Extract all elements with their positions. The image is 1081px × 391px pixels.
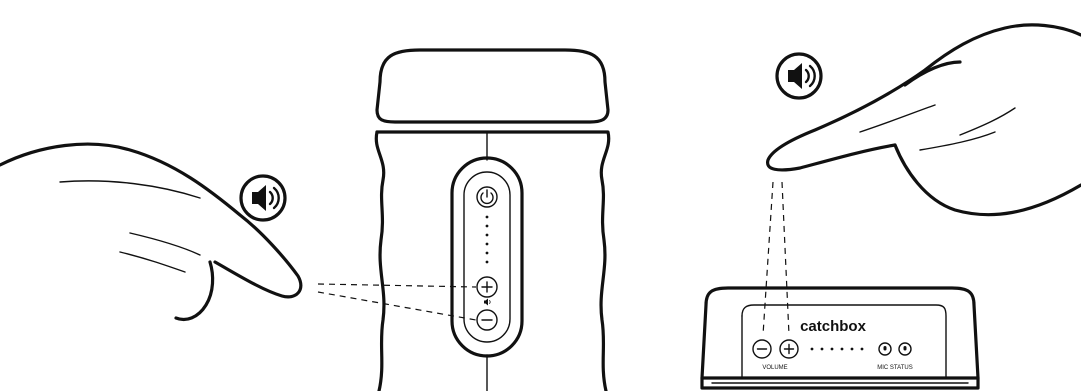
speaker-volume-icon [239,174,287,222]
dashed-guide-lines-left [317,283,477,321]
catchbox-receiver: catchbox VOLUME MIC STATUS [700,286,980,390]
power-icon[interactable] [476,186,498,208]
plus-icon[interactable] [779,339,799,359]
mic-status-icon [898,342,912,356]
led-indicator-dots [485,215,489,264]
left-hand-pointing [0,142,303,322]
brand-logo-text: catchbox [800,318,867,335]
plus-icon[interactable] [476,276,498,298]
right-hand-pointing [766,23,1081,217]
minus-icon[interactable] [476,309,498,331]
mic-status-label: MIC STATUS [877,365,912,371]
catchbox-cube-transmitter [374,48,611,391]
volume-label: VOLUME [762,365,787,371]
small-speaker-icon [484,298,491,306]
speaker-volume-icon [775,52,823,100]
volume-led-dots [810,347,864,351]
minus-icon[interactable] [752,339,772,359]
dashed-guide-lines-right [762,181,790,336]
mic-status-icon [878,342,892,356]
